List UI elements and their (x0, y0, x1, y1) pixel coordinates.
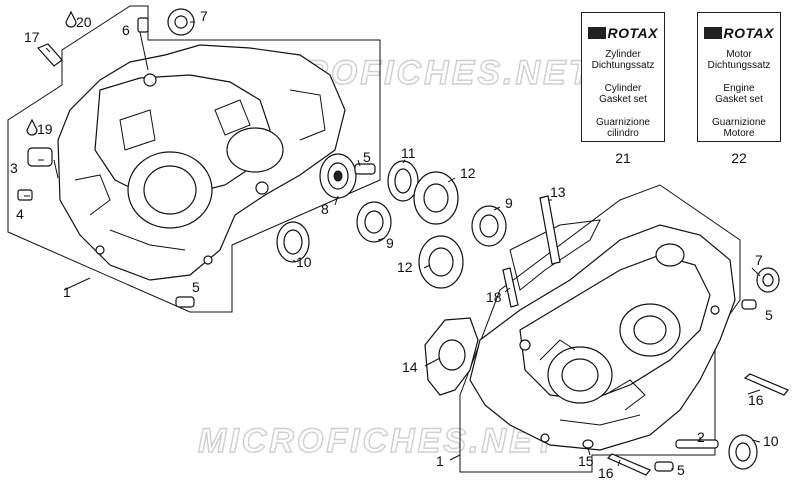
seal-part-10-right (728, 434, 758, 470)
seal-part-7-right (756, 267, 780, 293)
bearing-part-12-lower (418, 235, 464, 289)
callout-15: 15 (578, 453, 594, 469)
callout-10-right: 10 (763, 433, 779, 449)
callout-5-right: 5 (765, 307, 773, 323)
callout-4: 4 (16, 206, 24, 222)
washer-part-15 (582, 439, 594, 449)
screw-part-17 (36, 43, 63, 67)
seal-part-7-top (167, 8, 195, 36)
bushing-part-3 (27, 147, 53, 167)
callout-9-left: 9 (386, 235, 394, 251)
callout-8: 8 (321, 201, 329, 217)
plug-part-4 (17, 189, 33, 201)
watermark-bottom: MICROFICHES.NET (198, 422, 559, 460)
rotax-logo-icon (704, 27, 722, 39)
dowel-pin-5-right-upper (741, 299, 757, 310)
right-crankcase-half (469, 224, 736, 451)
kit-en-line2: Gasket set (715, 94, 763, 105)
kit-it-line1: Guarnizione (596, 117, 650, 128)
bearing-part-9-lower (471, 205, 507, 247)
callout-21: 21 (615, 150, 631, 166)
stud-part-18 (502, 267, 519, 308)
dowel-pin-5-bottom (654, 461, 674, 472)
kit-text-en: Cylinder Gasket set (582, 83, 664, 105)
kit-de-line1: Motor (726, 49, 752, 60)
bearing-part-8 (319, 153, 357, 199)
callout-12-lower: 12 (397, 259, 413, 275)
kit-text-de: Motor Dichtungssatz (698, 49, 780, 71)
callout-1-right: 1 (436, 453, 444, 469)
kit-en-line1: Cylinder (604, 83, 642, 94)
callout-20: 20 (76, 14, 92, 30)
callout-3: 3 (10, 160, 18, 176)
callout-13: 13 (550, 184, 566, 200)
left-case-outline (7, 5, 381, 313)
left-crankcase-half (57, 44, 346, 281)
kit-it-line1: Guarnizione (712, 117, 766, 128)
kit-text-it: Guarnizione cilindro (582, 117, 664, 139)
callout-labels: 6 7 20 17 19 3 4 1 5 5 8 9 10 11 12 9 12… (10, 8, 779, 481)
rotax-logo-icon (588, 27, 606, 39)
engine-gasket-kit-card: ROTAX Motor Dichtungssatz Engine Gasket … (697, 12, 781, 142)
screw-part-16-bottom (606, 453, 651, 476)
kit-brand: ROTAX (607, 25, 658, 41)
seal-part-11 (387, 160, 419, 202)
stud-part-13 (539, 195, 561, 265)
kit-de-line1: Zylinder (605, 49, 641, 60)
sealant-drop-icon-20 (65, 10, 77, 28)
callout-7-right: 7 (755, 252, 763, 268)
kit-header: ROTAX (704, 23, 774, 43)
callout-5-mid: 5 (363, 149, 371, 165)
kit-it-line2: Motore (723, 128, 755, 139)
dowel-pin-5-mid (354, 163, 376, 175)
callout-16-right: 16 (748, 392, 764, 408)
kit-header: ROTAX (588, 23, 658, 43)
callout-17: 17 (24, 29, 40, 45)
kit-text-de: Zylinder Dichtungssatz (582, 49, 664, 71)
kit-text-it: Guarnizione Motore (698, 117, 780, 139)
kit-text-en: Engine Gasket set (698, 83, 780, 105)
callout-1-left: 1 (63, 284, 71, 300)
gasket-part-14 (424, 317, 479, 396)
callout-5-bottom: 5 (677, 462, 685, 478)
cylinder-gasket-kit-card: ROTAX Zylinder Dichtungssatz Cylinder Ga… (581, 12, 665, 142)
callout-2: 2 (697, 429, 705, 445)
callout-6: 6 (122, 22, 130, 38)
callout-14: 14 (402, 359, 418, 375)
callout-5-left: 5 (192, 279, 200, 295)
bearing-part-9-upper (356, 201, 392, 243)
kit-de-line2: Dichtungssatz (707, 60, 771, 71)
callout-7-top: 7 (200, 8, 208, 24)
callout-11: 11 (401, 145, 416, 161)
seal-part-10-left (276, 221, 310, 263)
kit-it-line2: cilindro (607, 128, 639, 139)
bearing-part-12-upper (413, 171, 459, 225)
leader-lines (24, 21, 761, 470)
crankcase-gasket (509, 219, 601, 291)
bushing-part-6 (137, 17, 149, 33)
callout-9-right: 9 (505, 195, 513, 211)
kit-brand: ROTAX (723, 25, 774, 41)
kit-en-line2: Gasket set (599, 94, 647, 105)
callout-18: 18 (486, 289, 502, 305)
sealant-drop-icon-19 (26, 118, 38, 136)
callout-19: 19 (37, 121, 53, 137)
callout-22: 22 (731, 150, 747, 166)
callout-10-left: 10 (296, 254, 312, 270)
dowel-pin-5-left (175, 296, 195, 308)
kit-en-line1: Engine (723, 83, 755, 94)
callout-16-bottom: 16 (598, 465, 614, 481)
callout-12-upper: 12 (460, 165, 476, 181)
dowel-pin-2 (675, 439, 719, 449)
kit-de-line2: Dichtungssatz (591, 60, 655, 71)
screw-part-16-right (743, 373, 789, 396)
